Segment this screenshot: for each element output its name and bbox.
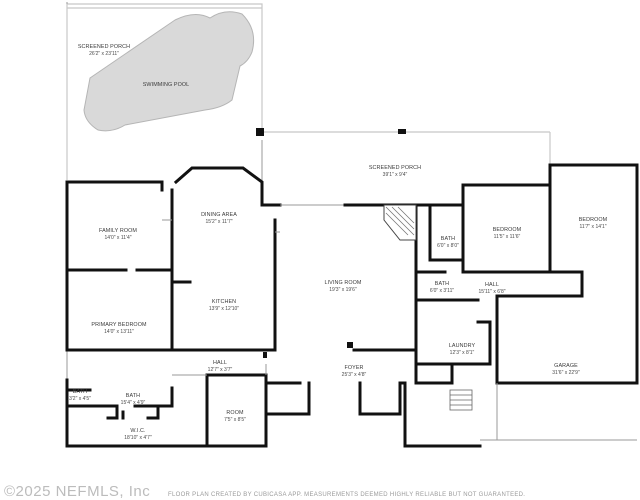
bedroom-2-name: BEDROOM (579, 217, 608, 223)
dining-area-dims: 15'2" x 11'7" (205, 219, 232, 225)
entry-steps (449, 389, 473, 411)
primary-bedroom-name: PRIMARY BEDROOM (91, 322, 147, 328)
bath-1-name: BATH (441, 236, 455, 242)
family-room-dims: 14'0" x 11'4" (104, 235, 131, 241)
swimming-pool-name: SWIMMING POOL (143, 82, 190, 88)
hall-2-dims: 12'7" x 3'7" (208, 367, 233, 373)
swimming-pool-shape (83, 11, 255, 132)
bath-3-dims: 3'2" x 4'5" (69, 396, 91, 402)
bedroom-1-name: BEDROOM (493, 227, 522, 233)
screened-porch-top-name: SCREENED PORCH (78, 44, 130, 50)
bath-3-name: BATH (73, 389, 87, 395)
house-walls (65, 163, 639, 448)
laundry-name: LAUNDRY (449, 343, 476, 349)
foyer-name: FOYER (344, 365, 363, 371)
screened-porch-mid-dims: 39'1" x 9'4" (383, 172, 408, 178)
garage-name: GARAGE (554, 363, 578, 369)
copyright-watermark: ©2025 NEFMLS, Inc (4, 483, 151, 500)
kitchen-dims: 13'9" x 12'10" (209, 306, 239, 312)
pool-enclosure (66, 2, 263, 180)
bath-4-name: BATH (126, 393, 140, 399)
room-dims: 7'5" x 8'5" (224, 417, 246, 423)
screened-porch-top-dims: 26'2" x 23'11" (89, 51, 119, 57)
bath-2-dims: 6'0" x 3'11" (430, 288, 454, 294)
wic-name: W.I.C. (130, 428, 145, 434)
screened-porch-mid-name: SCREENED PORCH (369, 165, 421, 171)
garage-dims: 31'6" x 22'9" (552, 370, 580, 376)
bath-1-dims: 6'0" x 8'0" (437, 243, 459, 249)
fireplace-hatch (383, 204, 417, 241)
dining-area-name: DINING AREA (201, 212, 237, 218)
screened-porch-walls (256, 128, 551, 182)
room-name: ROOM (226, 410, 244, 416)
primary-bedroom-dims: 14'0" x 13'11" (104, 329, 134, 335)
cubicasa-disclaimer: FLOOR PLAN CREATED BY CUBICASA APP. MEAS… (168, 492, 526, 498)
family-room-name: FAMILY ROOM (99, 228, 137, 234)
bedroom-2-dims: 11'7" x 14'1" (579, 224, 606, 230)
living-room-name: LIVING ROOM (324, 280, 361, 286)
bedroom-1-dims: 11'5" x 11'6" (494, 234, 521, 240)
wic-dims: 18'10" x 4'7" (124, 435, 152, 441)
hall-1-dims: 15'11" x 6'8" (478, 289, 505, 295)
foyer-dims: 25'3" x 4'8" (342, 372, 367, 378)
hall-2-name: HALL (213, 360, 227, 366)
hall-1-name: HALL (485, 282, 499, 288)
laundry-dims: 12'3" x 8'1" (450, 350, 475, 356)
bath-2-name: BATH (435, 281, 449, 287)
bath-4-dims: 15'4" x 4'9" (121, 400, 146, 406)
kitchen-name: KITCHEN (212, 299, 236, 305)
living-room-dims: 19'3" x 19'6" (329, 287, 357, 293)
